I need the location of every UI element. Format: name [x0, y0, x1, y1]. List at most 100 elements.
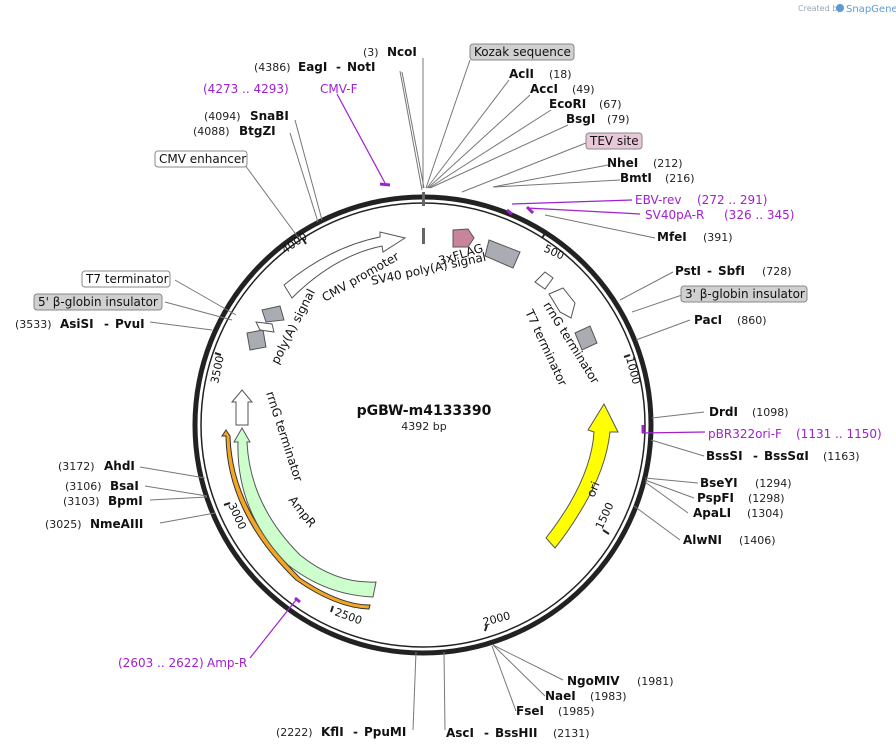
site-pspfi[interactable]: PspFI (1298) [697, 491, 785, 505]
site-psti-sbfi[interactable]: PstI - SbfI (728) [675, 264, 792, 278]
svg-text:(3103): (3103) [63, 495, 100, 508]
primer-sv40pa-r[interactable]: SV40pA-R (326 .. 345) [645, 208, 794, 222]
svg-text:BsgI: BsgI [566, 112, 595, 126]
svg-text:PstI: PstI [675, 264, 701, 278]
site-btgzi[interactable]: (4088) BtgZI [193, 124, 276, 138]
snapgene-logo-icon [836, 4, 844, 12]
svg-text:PvuI: PvuI [115, 317, 145, 331]
site-ecori[interactable]: EcoRI (67) [549, 97, 622, 111]
svg-text:AccI: AccI [530, 82, 558, 96]
globin5-box[interactable]: 5' β-globin insulator [33, 293, 163, 311]
svg-text:AhdI: AhdI [104, 459, 135, 473]
svg-text:NheI: NheI [607, 156, 638, 170]
svg-text:BseYI: BseYI [700, 476, 738, 490]
svg-text:(1406): (1406) [739, 534, 776, 547]
svg-text:-: - [753, 449, 758, 463]
site-nhei[interactable]: NheI (212) [607, 156, 683, 170]
site-mfei[interactable]: MfeI (391) [657, 230, 733, 244]
sv40-polya-feature[interactable] [484, 239, 521, 269]
site-ngomiv[interactable]: NgoMIV (1981) [567, 674, 674, 688]
svg-text:T7 terminator: T7 terminator [85, 272, 169, 286]
site-bsgi[interactable]: BsgI (79) [566, 112, 630, 126]
svg-text:(272 .. 291): (272 .. 291) [697, 193, 767, 207]
site-snabi[interactable]: (4094) SnaBI [204, 109, 289, 123]
svg-text:EcoRI: EcoRI [549, 97, 586, 111]
site-asci-bsshii[interactable]: AscI - BssHII (2131) [446, 726, 590, 740]
site-eagi-noti[interactable]: (4386) EagI - NotI [254, 60, 376, 74]
cmv-mark [422, 228, 425, 244]
site-bsssi[interactable]: BssSI - BssSαI (1163) [706, 449, 860, 463]
label-ori: ori [584, 479, 603, 499]
cmv-enhancer-box[interactable]: CMV enhancer [154, 150, 248, 168]
svg-text:AsiSI: AsiSI [60, 317, 94, 331]
primer-amp-r[interactable]: (2603 .. 2622) Amp-R [118, 656, 247, 670]
globin3-box[interactable]: 3' β-globin insulator [680, 285, 808, 303]
svg-text:PspFI: PspFI [697, 491, 734, 505]
svg-text:SV40pA-R: SV40pA-R [645, 208, 704, 222]
site-ahdi[interactable]: (3172) AhdI [58, 459, 135, 473]
svg-text:pBR322ori-F: pBR322ori-F [708, 427, 782, 441]
kozak-mark [422, 192, 425, 206]
svg-text:(2131): (2131) [553, 727, 590, 740]
svg-text:(1981): (1981) [637, 675, 674, 688]
svg-text:-: - [707, 264, 712, 278]
svg-text:TEV site: TEV site [589, 134, 639, 148]
tev-box[interactable]: TEV site [585, 132, 643, 150]
svg-text:3' β-globin insulator: 3' β-globin insulator [685, 287, 805, 301]
kozak-box[interactable]: Kozak sequence [469, 43, 575, 61]
globin3-feature[interactable] [574, 325, 598, 351]
svg-text:BssSI: BssSI [706, 449, 743, 463]
site-bsai[interactable]: (3106) BsaI [65, 479, 139, 493]
svg-text:SnaBI: SnaBI [250, 109, 289, 123]
site-drdi[interactable]: DrdI (1098) [709, 405, 789, 419]
plasmid-length: 4392 bp [401, 420, 446, 433]
site-ncoi[interactable]: (3) NcoI [363, 45, 417, 59]
t7-terminator-box[interactable]: T7 terminator [81, 270, 171, 288]
label-rrng-terminator-left: rrnG terminator [263, 390, 305, 484]
svg-text:FseI: FseI [516, 704, 544, 718]
rrng-terminator-right-feature[interactable] [534, 271, 554, 290]
rrng-terminator-left-feature[interactable] [230, 389, 254, 426]
svg-text:(2603 .. 2622): (2603 .. 2622) [118, 656, 204, 670]
site-bmti[interactable]: BmtI (216) [620, 171, 695, 185]
svg-text:CMV enhancer: CMV enhancer [159, 152, 246, 166]
globin5-feature[interactable] [246, 329, 267, 351]
site-acci[interactable]: AccI (49) [530, 82, 595, 96]
site-bseyi[interactable]: BseYI (1294) [700, 476, 792, 490]
svg-text:(3172): (3172) [58, 460, 95, 473]
svg-text:NgoMIV: NgoMIV [567, 674, 620, 688]
primer-cmv-f[interactable]: (4273 .. 4293) CMV-F [203, 82, 358, 96]
svg-text:Amp-R: Amp-R [207, 656, 247, 670]
site-leader-lines [139, 58, 705, 731]
site-fsei[interactable]: FseI (1985) [516, 704, 595, 718]
t7-terminator-right-feature[interactable] [548, 287, 576, 319]
svg-text:Kozak sequence: Kozak sequence [474, 45, 571, 59]
svg-text:(1298): (1298) [748, 492, 785, 505]
cmv-promoter-feature[interactable] [283, 231, 407, 299]
3xflag-feature[interactable] [452, 228, 475, 248]
t7-terminator-left-feature[interactable] [255, 321, 275, 333]
primer-ebv-rev[interactable]: EBV-rev (272 .. 291) [635, 193, 767, 207]
svg-text:PacI: PacI [694, 313, 722, 327]
site-asisi-pvui[interactable]: (3533) AsiSI - PvuI [15, 317, 145, 331]
site-naei[interactable]: NaeI (1983) [545, 689, 627, 703]
svg-text:BssSαI: BssSαI [764, 449, 809, 463]
site-alwni[interactable]: AlwNI (1406) [683, 533, 776, 547]
site-bpmi[interactable]: (3103) BpmI [63, 494, 143, 508]
site-paci[interactable]: PacI (860) [694, 313, 767, 327]
site-nmeaiii[interactable]: (3025) NmeAIII [45, 517, 143, 531]
ampr-feature[interactable] [233, 426, 377, 598]
svg-text:(1294): (1294) [755, 477, 792, 490]
primer-pbr322ori-f[interactable]: pBR322ori-F (1131 .. 1150) [708, 427, 882, 441]
svg-text:(3533): (3533) [15, 318, 52, 331]
svg-text:SbfI: SbfI [718, 264, 745, 278]
tick-label-2500: 2500 [333, 606, 364, 628]
svg-text:(1131 .. 1150): (1131 .. 1150) [796, 427, 882, 441]
site-apali[interactable]: ApaLI (1304) [693, 506, 784, 520]
site-kfli-ppumi[interactable]: (2222) KflI - PpuMI [276, 725, 406, 739]
site-acli[interactable]: AclI (18) [509, 67, 572, 81]
ori-feature[interactable] [545, 402, 619, 549]
svg-text:(1304): (1304) [747, 507, 784, 520]
svg-text:(3025): (3025) [45, 518, 82, 531]
